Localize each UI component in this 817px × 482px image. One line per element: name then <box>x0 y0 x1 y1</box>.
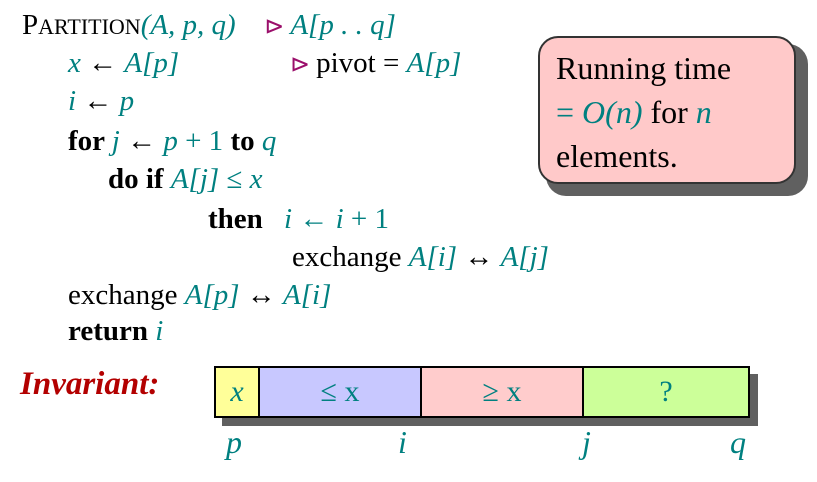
exchange-rhs: A[i] <box>283 279 332 311</box>
cell-unknown-label: ? <box>659 375 673 408</box>
var-p: p <box>119 85 135 117</box>
var-j: j <box>111 125 120 157</box>
callout-for: for <box>642 94 696 130</box>
index-j: j <box>582 424 591 460</box>
keyword-do-if: do if <box>108 163 171 195</box>
var-x: x <box>68 47 81 79</box>
cond-lhs: A[j] <box>170 163 220 195</box>
code-line-2: i ← p <box>68 84 134 118</box>
var-i: i <box>284 203 293 235</box>
comment-triangle-icon: ⊳ <box>264 14 285 40</box>
invariant-label: Invariant: <box>20 366 160 402</box>
cell-less-equal-label: ≤ x <box>320 375 360 408</box>
procedure-params: (A, p, q) <box>140 9 236 41</box>
callout-line-2: = O(n) for n <box>556 90 778 134</box>
loop-start: p <box>163 125 178 157</box>
return-value: i <box>155 315 164 347</box>
var-i: i <box>68 85 77 117</box>
code-line-6: exchange A[i] ↔ A[j] <box>292 240 549 274</box>
code-line-1: x ← A[p] <box>68 46 179 80</box>
exchange-rhs: A[j] <box>500 241 549 273</box>
callout-equals: = <box>556 94 583 130</box>
swap-arrow: ↔ <box>457 241 501 273</box>
code-line-4: do if A[j] ≤ x <box>108 162 262 196</box>
swap-arrow: ↔ <box>239 279 284 311</box>
cond-op: ≤ <box>219 163 250 195</box>
index-p: p <box>226 424 242 460</box>
code-line-7: exchange A[p] ↔ A[i] <box>68 278 331 312</box>
procedure-name-initial: P <box>22 9 39 41</box>
keyword-to: to <box>230 125 262 157</box>
keyword-return: return <box>68 315 156 347</box>
var-i-rhs: i <box>335 203 344 235</box>
exchange-lhs: A[p] <box>184 279 240 311</box>
code-line-5: then i ← i + 1 <box>208 202 389 236</box>
exchange-op: exchange <box>68 279 185 311</box>
exchange-op: exchange <box>292 241 409 273</box>
invariant-cell-less-equal: ≤ x <box>258 366 422 418</box>
pivot-comment-value: A[p] <box>406 47 462 79</box>
cell-pivot-label: x <box>230 375 244 408</box>
index-i: i <box>398 424 407 460</box>
keyword-for: for <box>68 125 112 157</box>
procedure-name-rest: ARTITION <box>38 14 141 39</box>
assign-arrow: ← <box>119 125 164 157</box>
invariant-cell-unknown: ? <box>582 366 750 418</box>
assign-arrow: ← <box>80 47 125 79</box>
running-time-callout: Running time = O(n) for n elements. <box>538 36 796 184</box>
assign-arrow: ← <box>76 85 120 117</box>
code-line-8: return i <box>68 314 163 348</box>
pivot-comment: ⊳pivot = A[p] <box>290 46 461 82</box>
pivot-source: A[p] <box>124 47 180 79</box>
partition-header: PARTITION(A, p, q) ⊳A[p . . q] <box>22 8 396 44</box>
code-line-3: for j ← p + 1 to q <box>68 124 276 158</box>
callout-line-1: Running time <box>556 50 732 86</box>
loop-end: q <box>261 125 277 157</box>
keyword-then: then <box>208 203 263 235</box>
index-q: q <box>730 424 746 460</box>
callout-complexity: O(n) <box>582 94 643 130</box>
cond-rhs: x <box>249 163 263 195</box>
callout-var-n: n <box>695 94 712 130</box>
assign-arrow: ← <box>292 203 336 235</box>
callout-line-3: elements. <box>556 138 678 174</box>
invariant-cell-greater-equal: ≥ x <box>420 366 584 418</box>
increment: + 1 <box>343 203 390 235</box>
exchange-lhs: A[i] <box>408 241 458 273</box>
loop-plus-one: + 1 <box>177 125 231 157</box>
comment-triangle-icon: ⊳ <box>290 52 311 78</box>
invariant-cell-pivot: x <box>214 366 260 418</box>
cell-greater-equal-label: ≥ x <box>482 375 522 408</box>
pivot-comment-text: pivot = <box>316 47 407 79</box>
header-comment: A[p . . q] <box>290 9 396 41</box>
